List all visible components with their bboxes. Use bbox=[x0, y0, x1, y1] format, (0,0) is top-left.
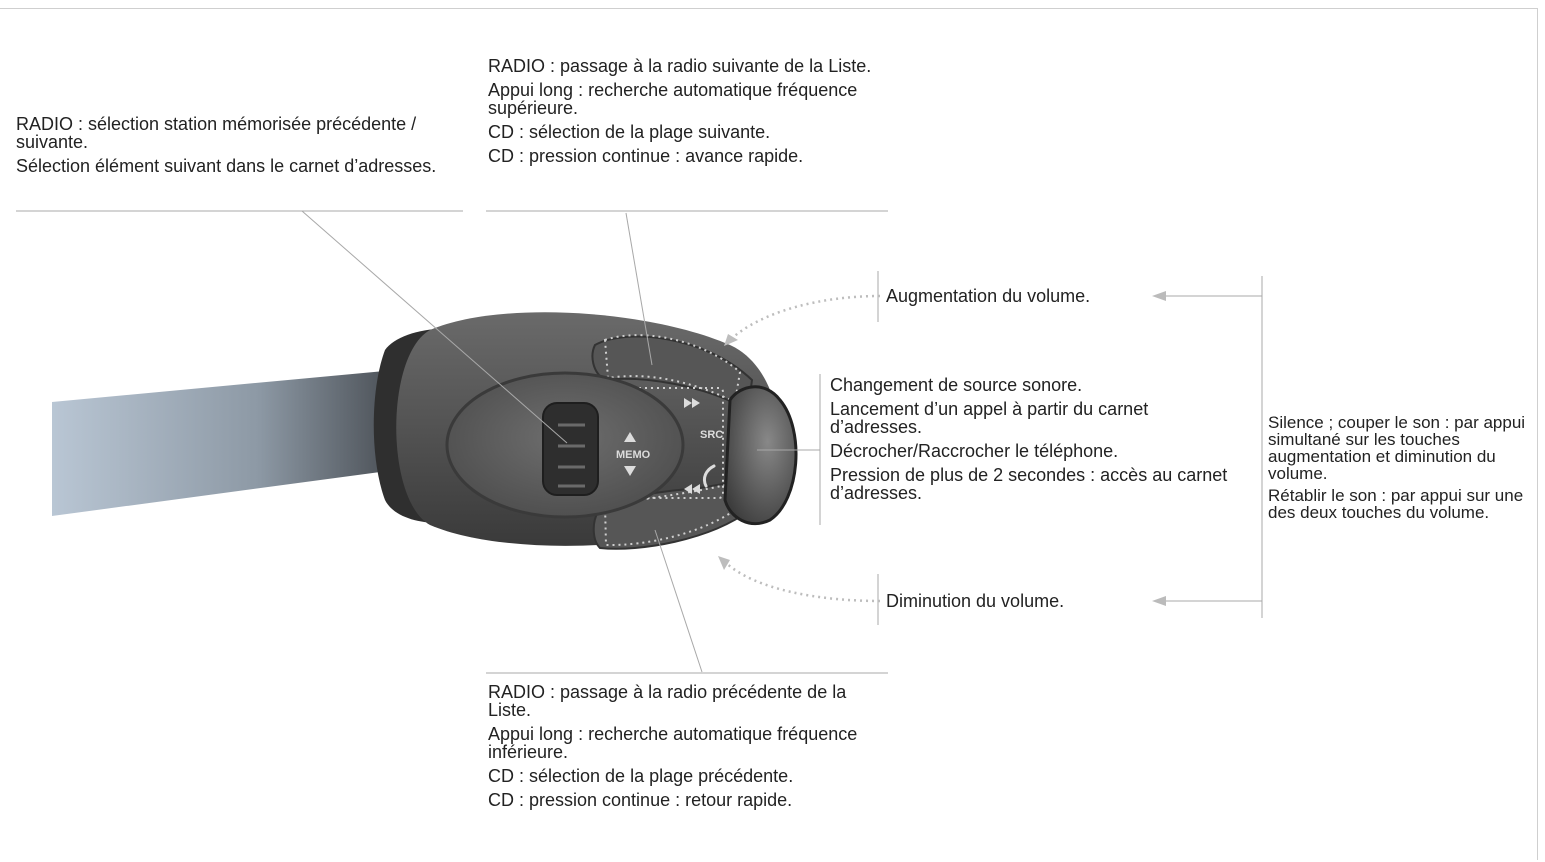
next-callout-line-3: CD : sélection de la plage suivante. bbox=[488, 122, 771, 142]
source-button-callout: Changement de source sonore. Lancement d… bbox=[830, 376, 1240, 508]
next-callout-line-4: CD : pression continue : avance rapide. bbox=[488, 146, 804, 166]
page-frame bbox=[0, 8, 1538, 860]
memo-wheel[interactable] bbox=[542, 402, 599, 496]
fast-forward-icon bbox=[684, 398, 700, 408]
next-button-callout: RADIO : passage à la radio suivante de l… bbox=[488, 57, 888, 171]
steering-column-stalk bbox=[52, 370, 395, 516]
volume-up-callout: Augmentation du volume. bbox=[886, 287, 1156, 311]
memo-wheel-callout: RADIO : sélection station mémorisée préc… bbox=[16, 115, 466, 181]
previous-callout-line-2: Appui long : recherche automatique fréqu… bbox=[488, 724, 858, 762]
phone-handset-icon bbox=[702, 464, 716, 488]
mute-callout: Silence ; couper le son : par appui simu… bbox=[1268, 414, 1540, 526]
source-callout-line-1: Changement de source sonore. bbox=[830, 375, 1083, 395]
previous-button-callout: RADIO : passage à la radio précédente de… bbox=[488, 683, 888, 815]
memo-callout-line-2: Sélection élément suivant dans le carnet… bbox=[16, 156, 437, 176]
volume-up-arrowhead bbox=[724, 334, 738, 346]
volume-down-callout: Diminution du volume. bbox=[886, 592, 1156, 616]
source-callout-line-2: Lancement d’un appel à partir du carnet … bbox=[830, 399, 1149, 437]
volume-down-arrowhead bbox=[718, 556, 730, 570]
previous-button-outline bbox=[603, 480, 744, 547]
mute-callout-line-1: Silence ; couper le son : par appui simu… bbox=[1268, 413, 1526, 483]
previous-callout-line-4: CD : pression continue : retour rapide. bbox=[488, 790, 793, 810]
volume-down-label: Diminution du volume. bbox=[886, 591, 1065, 611]
memo-label: MEMO bbox=[616, 449, 651, 461]
memo-arrows-icon bbox=[624, 432, 636, 476]
source-button[interactable] bbox=[723, 385, 798, 526]
memo-wheel-ridges bbox=[558, 423, 585, 488]
memo-callout-line-1: RADIO : sélection station mémorisée préc… bbox=[16, 114, 417, 152]
source-callout-line-4: Pression de plus de 2 secondes : accès a… bbox=[830, 465, 1228, 503]
leader-lines bbox=[16, 210, 1263, 674]
source-callout-line-3: Décrocher/Raccrocher le téléphone. bbox=[830, 441, 1119, 461]
volume-up-arrow bbox=[729, 294, 881, 341]
next-callout-line-2: Appui long : recherche automatique fréqu… bbox=[488, 80, 858, 118]
rewind-icon bbox=[684, 484, 700, 494]
src-label: SRC bbox=[700, 429, 723, 441]
previous-callout-line-1: RADIO : passage à la radio précédente de… bbox=[488, 682, 847, 720]
volume-down-arrow bbox=[724, 561, 881, 603]
previous-callout-line-3: CD : sélection de la plage précédente. bbox=[488, 766, 794, 786]
volume-up-label: Augmentation du volume. bbox=[886, 286, 1091, 306]
arrowheads bbox=[1152, 291, 1166, 606]
mute-callout-line-2: Rétablir le son : par appui sur une des … bbox=[1268, 486, 1524, 522]
next-callout-line-1: RADIO : passage à la radio suivante de l… bbox=[488, 56, 872, 76]
